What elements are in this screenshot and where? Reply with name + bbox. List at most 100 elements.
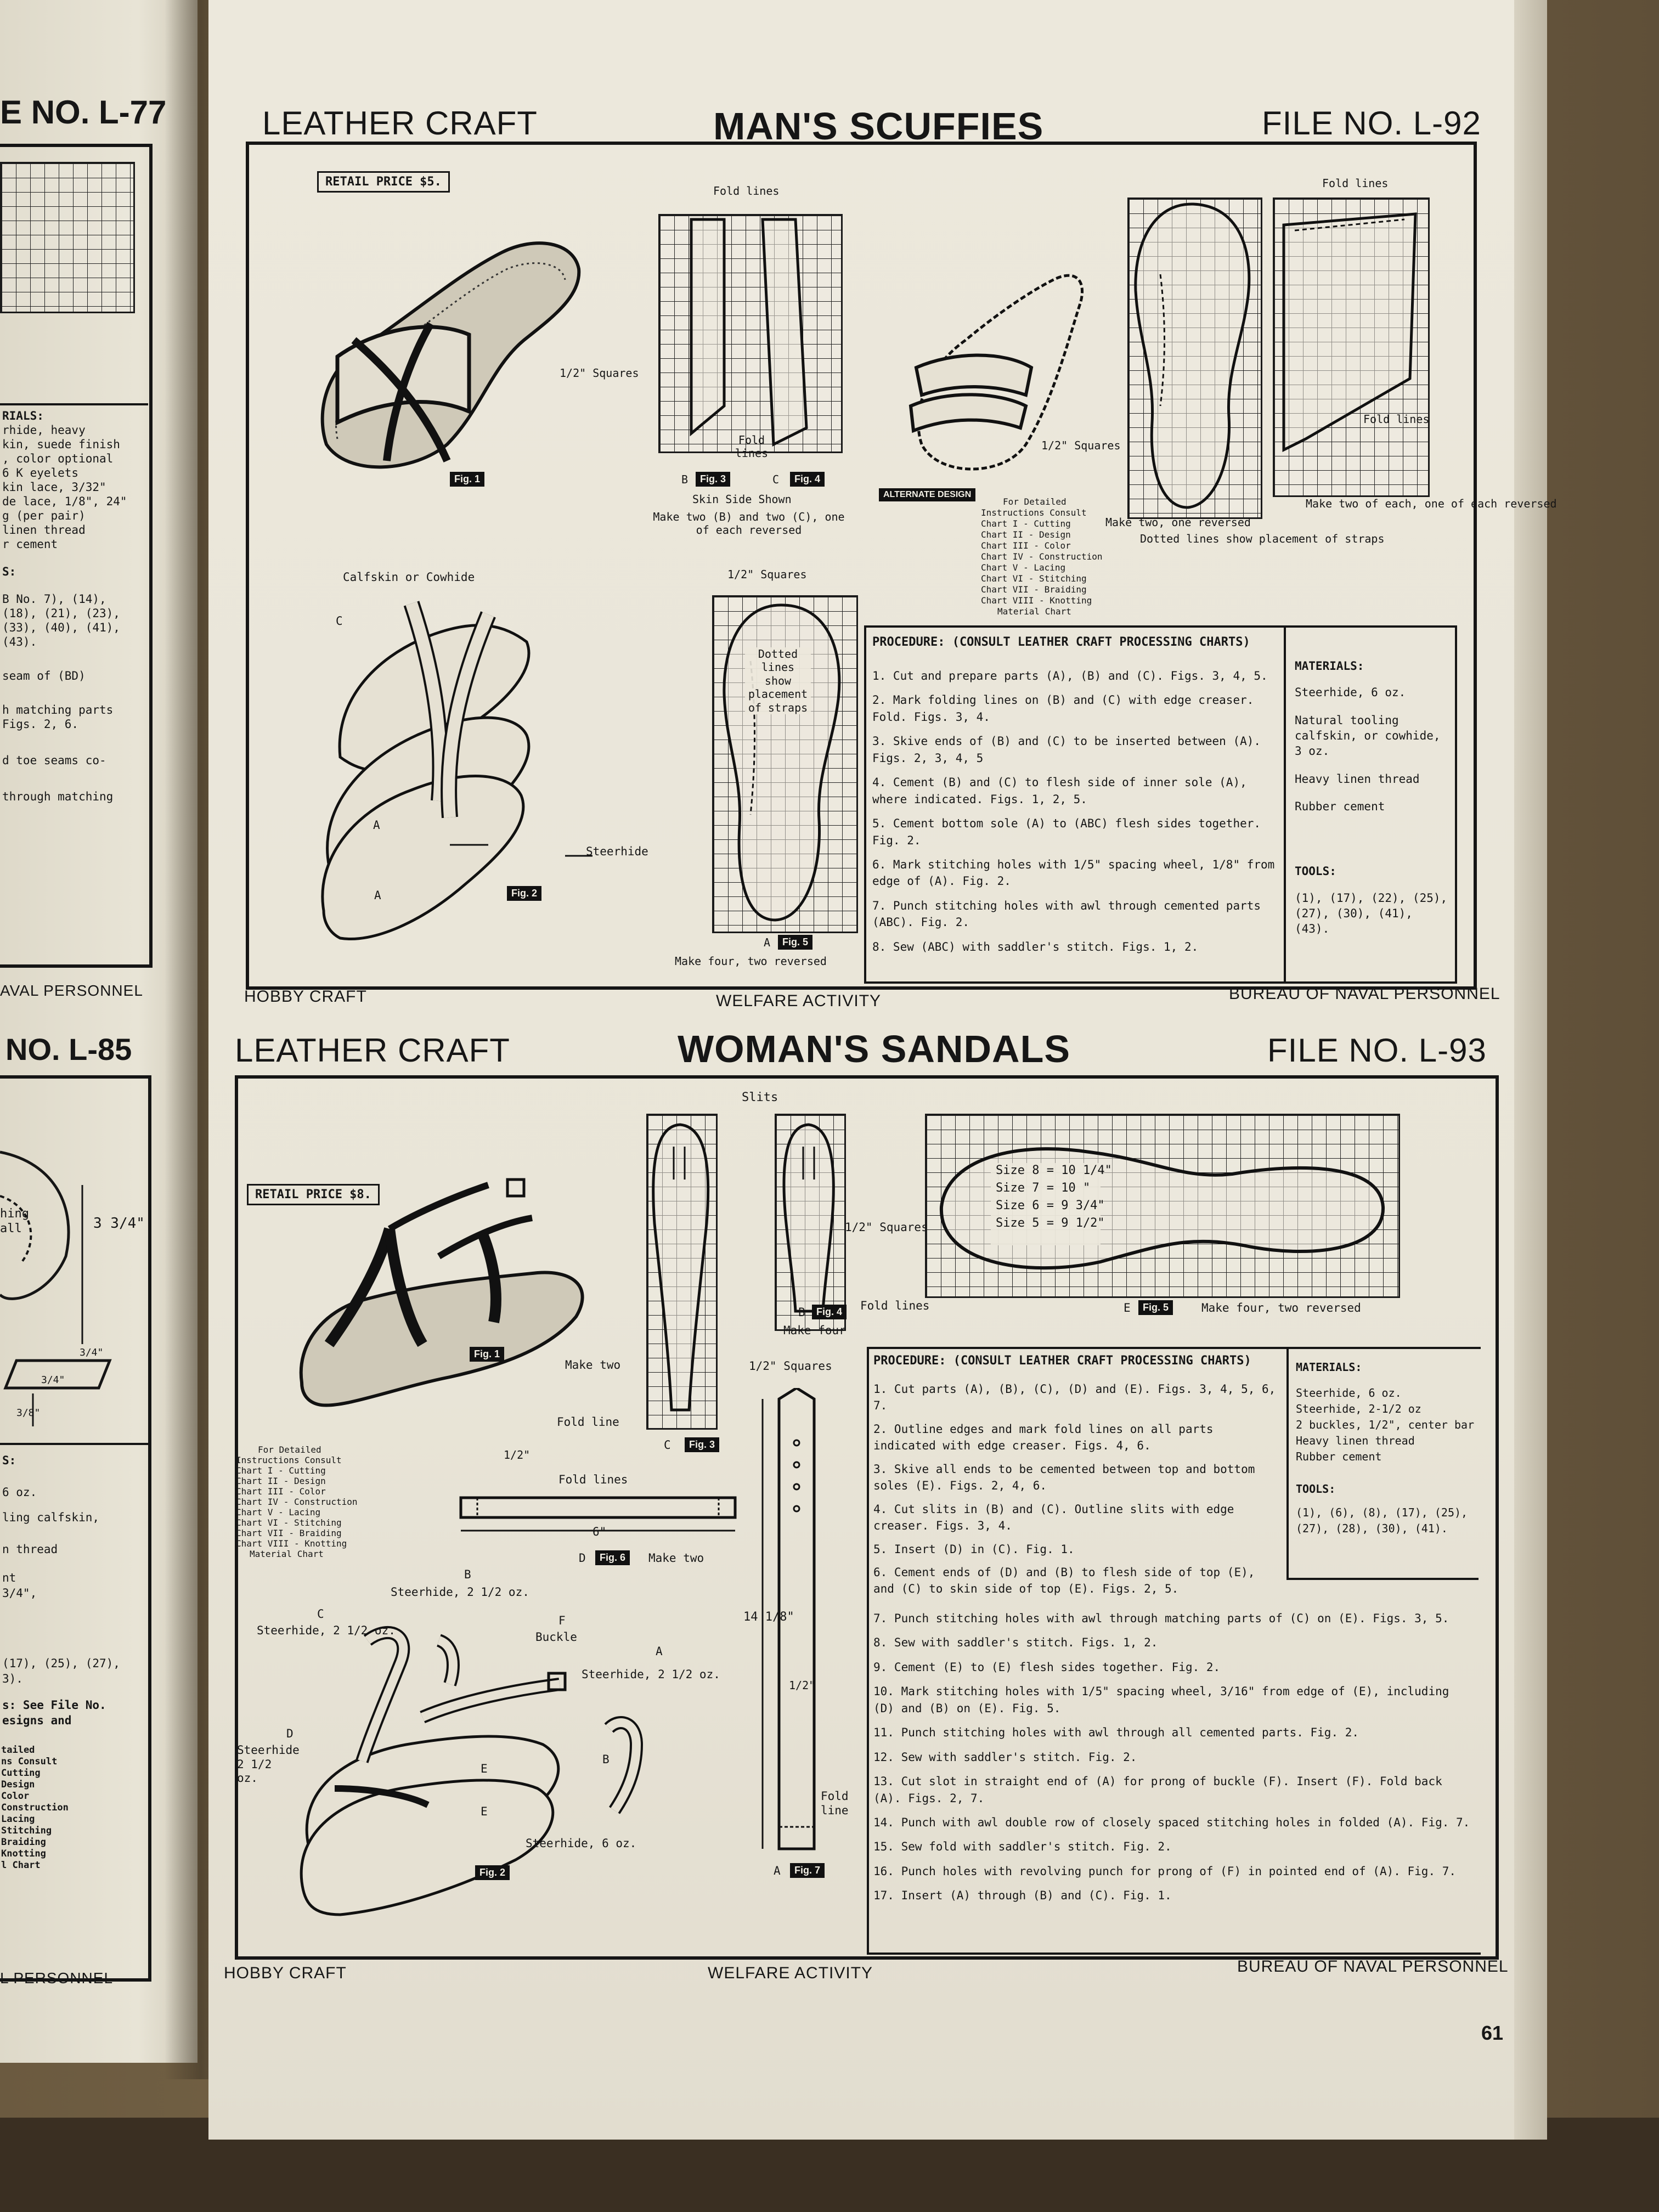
- bottom-buckle: Buckle: [535, 1630, 577, 1644]
- top-fig34-strap-outlines: [690, 218, 808, 447]
- bottom-fold-line-a: Fold line: [821, 1790, 849, 1817]
- bottom-procedure-divider: [1286, 1347, 1289, 1580]
- bottom-fig7-outline: [761, 1388, 816, 1850]
- top-c-letter: C: [336, 614, 343, 628]
- top-materials: MATERIALS: Steerhide, 6 oz. Natural tool…: [1295, 659, 1448, 936]
- bottom-fold-line: Fold line: [557, 1415, 619, 1429]
- top-make-two-each: Make two of each, one of each reversed: [1306, 497, 1557, 510]
- bottom-a-label: A: [774, 1864, 781, 1877]
- bottom-footer-left: HOBBY CRAFT: [224, 1964, 347, 1982]
- top-fig1-badge: Fig. 1: [450, 472, 485, 487]
- left-dim-3: 3/4": [41, 1374, 65, 1386]
- left-upper-footer: AVAL PERSONNEL: [0, 982, 143, 999]
- top-dotted-show: Dotted lines show placement of straps: [745, 647, 811, 714]
- bottom-chart-consult: For Detailed Instructions Consult Chart …: [236, 1444, 358, 1559]
- top-a2: A: [374, 889, 381, 902]
- bottom-fold-lines-d: Fold lines: [558, 1473, 628, 1487]
- bottom-footer-right: BUREAU OF NAVAL PERSONNEL: [1237, 1957, 1509, 1976]
- bottom-step-12: 12. Sew with saddler's stitch. Fig. 2.: [873, 1750, 1137, 1764]
- top-sole-outline: [1134, 202, 1251, 509]
- top-fold-lines-1: Fold lines: [713, 184, 780, 198]
- bottom-step-10: 10. Mark stitching holes with 1/5" spaci…: [873, 1685, 1449, 1715]
- top-skin-side: Skin Side Shown: [692, 493, 792, 506]
- bottom-step-15: 15. Sew fold with saddler's stitch. Fig.…: [873, 1840, 1172, 1854]
- top-dotted-straps: Dotted lines show placement of straps: [1140, 532, 1385, 545]
- bottom-fig7-badge: Fig. 7: [790, 1863, 825, 1878]
- top-make-two-bc: Make two (B) and two (C), one of each re…: [653, 510, 845, 537]
- bottom-materials-bottom: [1286, 1578, 1479, 1580]
- left-dim-1: 3 3/4": [93, 1215, 145, 1232]
- top-fig5-badge: Fig. 5: [778, 935, 813, 950]
- bottom-frame: [235, 1075, 1499, 1960]
- bottom-procedure-cont: 7. Punch stitching holes with awl throug…: [873, 1610, 1471, 1912]
- top-b-label: B: [681, 473, 689, 486]
- top-calfskin: Calfskin or Cowhide: [343, 571, 475, 584]
- top-step-7: 7. Punch stitching holes with awl throug…: [872, 899, 1261, 929]
- bottom-fig2-drawing: [300, 1626, 644, 1916]
- top-step-3: 3. Skive ends of (B) and (C) to be inser…: [872, 735, 1261, 765]
- bottom-procedure: PROCEDURE: (CONSULT LEATHER CRAFT PROCES…: [873, 1354, 1282, 1604]
- bottom-d-steer: D: [286, 1727, 294, 1740]
- top-fold-lines-2: Fold lines: [735, 433, 769, 460]
- bottom-make-four: Make four: [783, 1324, 846, 1337]
- top-procedure: PROCEDURE: (CONSULT LEATHER CRAFT PROCES…: [872, 635, 1281, 963]
- bottom-step-4: 4. Cut slits in (B) and (C). Outline sli…: [873, 1502, 1234, 1533]
- bottom-fig1-badge: Fig. 1: [470, 1347, 505, 1362]
- bottom-step-17: 17. Insert (A) through (B) and (C). Fig.…: [873, 1889, 1172, 1903]
- bottom-step-8: 8. Sew with saddler's stitch. Figs. 1, 2…: [873, 1636, 1158, 1650]
- bottom-step-13: 13. Cut slot in straight end of (A) for …: [873, 1775, 1442, 1805]
- top-chart-consult: For Detailed Instructions Consult Chart …: [981, 496, 1103, 617]
- bottom-half-inch-2: 1/2": [789, 1679, 816, 1692]
- top-step-1: 1. Cut and prepare parts (A), (B) and (C…: [872, 669, 1268, 682]
- top-section-label: LEATHER CRAFT: [262, 105, 538, 142]
- bottom-fig3-outline: [652, 1123, 710, 1412]
- bottom-step-11: 11. Punch stitching holes with awl throu…: [873, 1726, 1359, 1740]
- left-lower-drawing: [0, 1150, 112, 1426]
- bottom-e2: E: [481, 1805, 488, 1818]
- top-fig3-badge: Fig. 3: [696, 472, 731, 487]
- bottom-sizes: Size 8 = 10 1/4" Size 7 = 10 " Size 6 = …: [996, 1164, 1112, 1230]
- bottom-e1: E: [481, 1762, 488, 1775]
- bottom-half-inch: 1/2": [504, 1448, 531, 1462]
- bottom-six-inch: 6": [592, 1525, 607, 1538]
- bottom-fig6-outline: [459, 1496, 737, 1532]
- top-footer-left: HOBBY CRAFT: [244, 988, 367, 1006]
- top-fold-lines-3: Fold lines: [1322, 177, 1389, 190]
- bottom-make-four-two: Make four, two reversed: [1201, 1301, 1361, 1314]
- bottom-steer-6: Steerhide, 6 oz.: [526, 1837, 637, 1850]
- bottom-footer-mid: WELFARE ACTIVITY: [708, 1964, 873, 1982]
- left-upper-frame: [0, 144, 153, 968]
- bottom-step-7: 7. Punch stitching holes with awl throug…: [873, 1612, 1449, 1625]
- top-retail-price: RETAIL PRICE $5.: [317, 171, 450, 193]
- bottom-make-two: Make two: [565, 1358, 621, 1372]
- top-a-label: A: [764, 936, 771, 949]
- bottom-file-no: FILE NO. L-93: [1267, 1032, 1487, 1069]
- top-squares-3: 1/2" Squares: [727, 568, 807, 581]
- top-footer-right: BUREAU OF NAVAL PERSONNEL: [1229, 985, 1500, 1003]
- left-lower-frame: [0, 1075, 151, 1982]
- bottom-step-3: 3. Skive all ends to be cemented between…: [873, 1462, 1255, 1493]
- bottom-materials: MATERIALS: Steerhide, 6 oz. Steerhide, 2…: [1296, 1361, 1475, 1535]
- bottom-step-2: 2. Outline edges and mark fold lines on …: [873, 1422, 1214, 1453]
- bottom-e-label: E: [1124, 1301, 1131, 1314]
- bottom-steer-a: Steerhide, 2 1/2 oz.: [582, 1668, 720, 1681]
- left-lower-list: S: 6 oz. ling calfskin, n thread nt 3/4"…: [0, 1443, 148, 1972]
- page-number: 61: [1481, 2022, 1504, 2044]
- bottom-c-label: C: [664, 1438, 671, 1452]
- bottom-fig1-drawing: [299, 1178, 584, 1407]
- top-squares-2: 1/2" Squares: [1041, 439, 1121, 452]
- bottom-slits: Slits: [742, 1091, 778, 1104]
- bottom-step-9: 9. Cement (E) to (E) flesh sides togethe…: [873, 1660, 1221, 1674]
- left-dim-2: 3/4": [80, 1347, 104, 1358]
- bottom-b-steer: B: [464, 1568, 471, 1581]
- top-step-5: 5. Cement bottom sole (A) to (ABC) flesh…: [872, 817, 1261, 847]
- bottom-steer-d: Steerhide 2 1/2 oz.: [237, 1743, 300, 1785]
- top-fig5-sole: [723, 603, 841, 922]
- bottom-length: 14 1/8": [743, 1610, 794, 1624]
- top-steerhide: Steerhide: [586, 845, 648, 858]
- left-lower-footer: L PERSONNEL: [0, 1970, 114, 1987]
- bottom-step-6: 6. Cement ends of (D) and (B) to flesh s…: [873, 1565, 1255, 1596]
- top-step-8: 8. Sew (ABC) with saddler's stitch. Figs…: [872, 940, 1199, 953]
- top-step-4: 4. Cement (B) and (C) to flesh side of i…: [872, 776, 1247, 806]
- left-hing-label: hing all: [0, 1207, 29, 1235]
